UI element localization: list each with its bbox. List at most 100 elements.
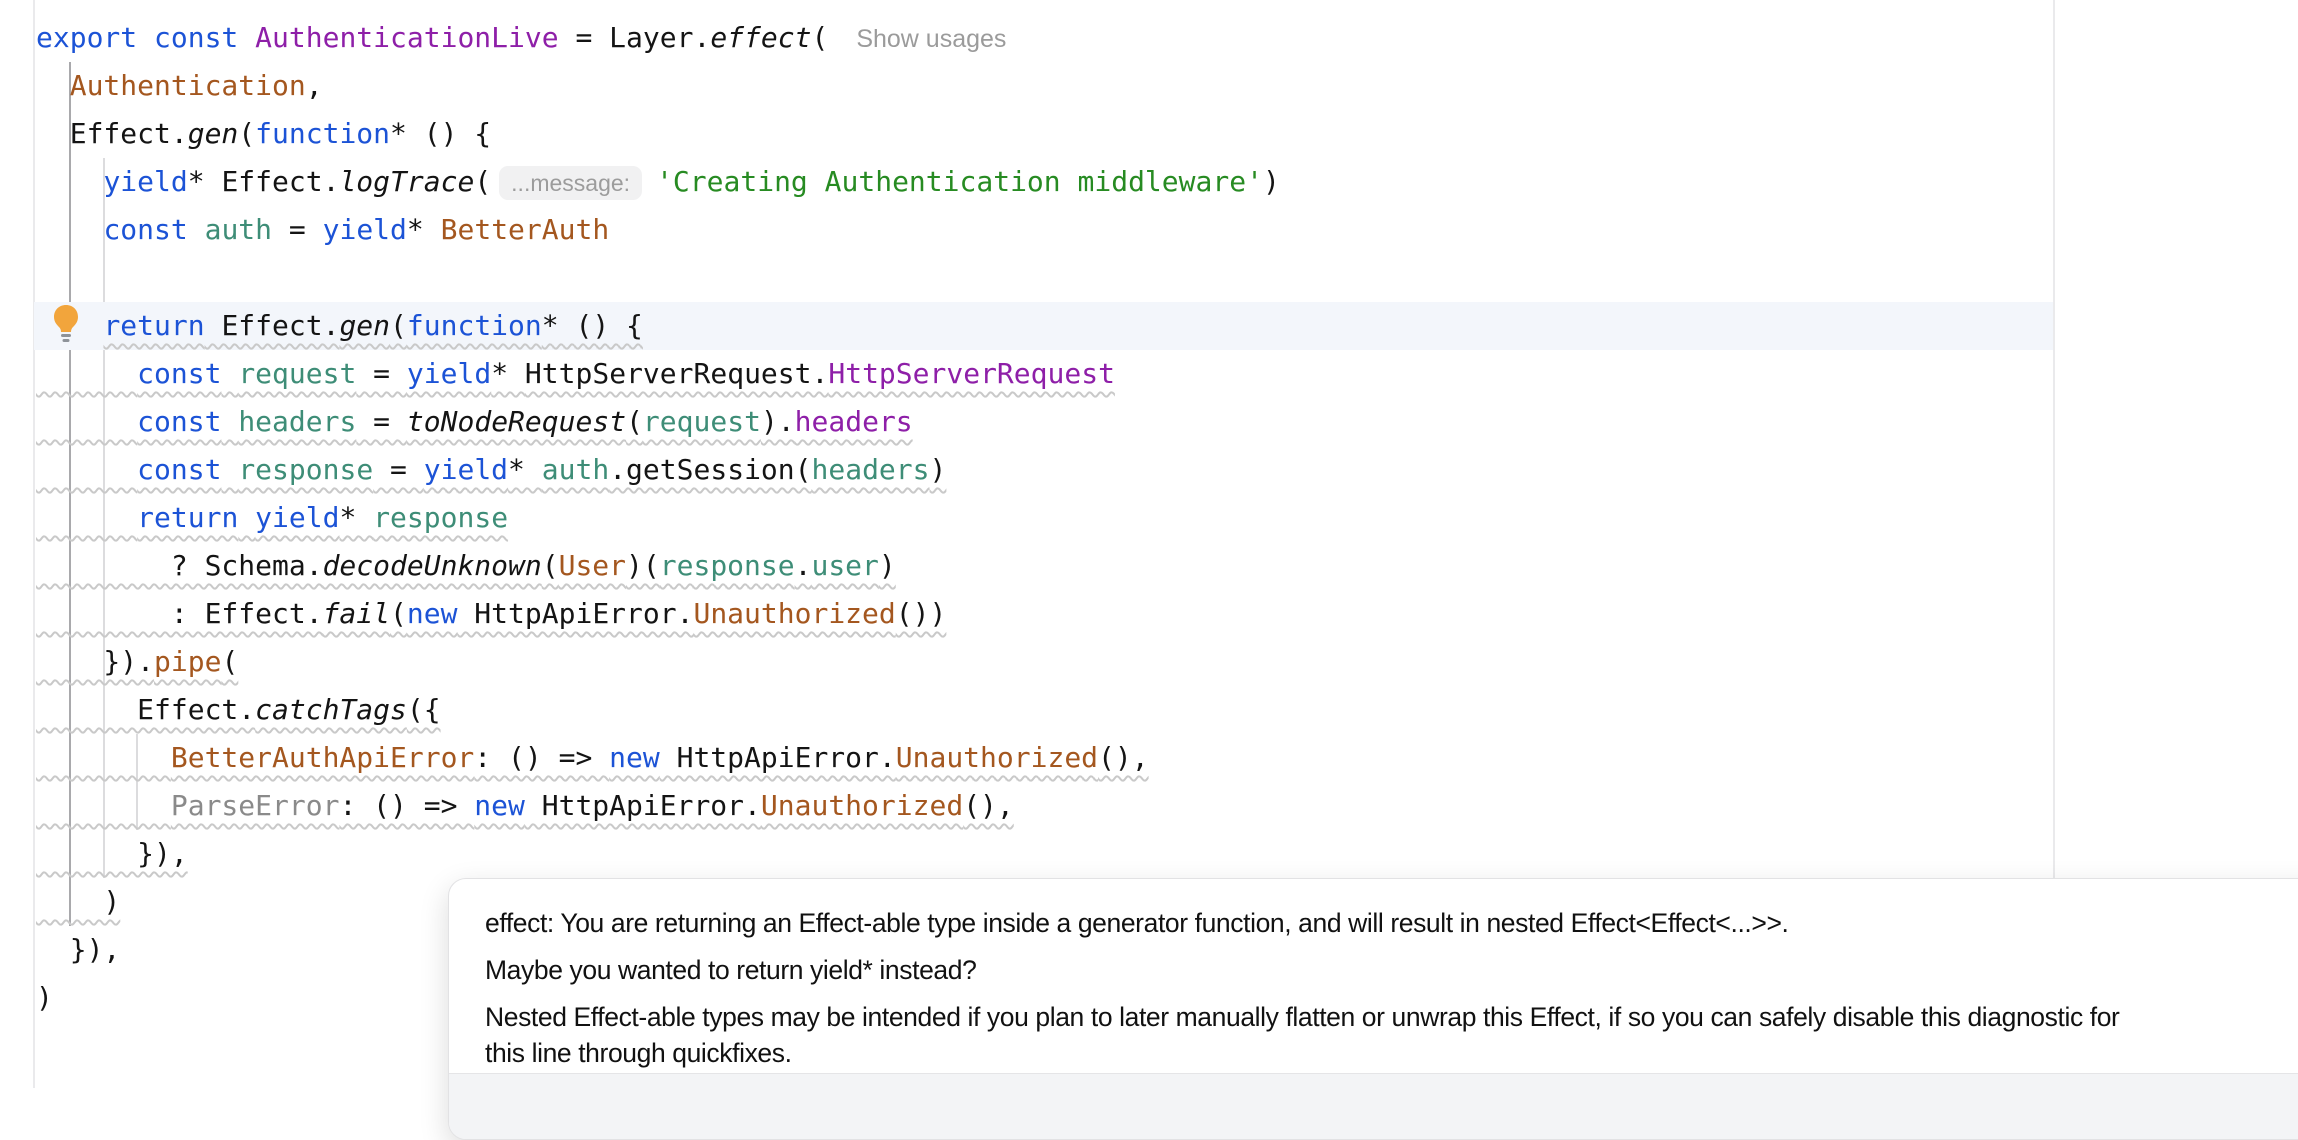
code-line[interactable]: return Effect.gen(function* () { [34,302,2053,350]
code-token[interactable]: HttpApiError. [524,789,761,822]
code-token[interactable]: ( [390,597,407,630]
code-line[interactable]: ) [34,878,2053,926]
code-token[interactable]: (), [1098,741,1149,774]
code-token[interactable]: .getSession( [609,453,812,486]
code-token[interactable]: const [103,213,188,246]
code-line[interactable]: const request = yield* HttpServerRequest… [34,350,2053,398]
code-token[interactable]: request [642,405,761,438]
code-token[interactable] [36,213,103,246]
code-token[interactable]: ( [390,309,407,342]
code-token[interactable]: auth [541,453,610,486]
code-token[interactable]: * () { [541,309,643,342]
code-token[interactable]: gen [187,117,239,150]
code-token[interactable] [36,741,171,774]
code-token[interactable]: response [238,453,374,486]
code-token[interactable]: * [339,501,374,534]
code-token[interactable]: . [794,549,812,582]
code-token[interactable]: HttpApiError. [457,597,694,630]
code-token[interactable]: fail [322,597,391,630]
code-token[interactable]: toNodeRequest [406,405,627,438]
code-line[interactable]: return yield* response [34,494,2053,542]
code-token[interactable]: ? Schema. [36,549,323,582]
intention-bulb-icon[interactable] [50,303,82,347]
code-token[interactable] [188,213,205,246]
code-token[interactable]: User [558,549,627,582]
code-token[interactable]: = Layer. [558,21,711,54]
code-token[interactable] [36,405,137,438]
code-token[interactable]: = [356,357,407,390]
code-token[interactable]: response [659,549,795,582]
code-token[interactable]: ( [626,405,643,438]
code-token[interactable]: Unauthorized [693,597,896,630]
code-line[interactable]: }), [34,830,2053,878]
code-token[interactable]: , [305,69,323,102]
code-token[interactable]: ) [36,981,53,1014]
code-token[interactable] [36,453,137,486]
code-token[interactable]: yield [103,165,188,198]
code-token[interactable]: ) [1262,165,1280,198]
code-line[interactable]: export const AuthenticationLive = Layer.… [34,14,2053,62]
code-token[interactable] [36,69,70,102]
code-token[interactable]: * [508,453,542,486]
code-token[interactable]: HttpApiError. [659,741,896,774]
code-token[interactable]: ) [878,549,896,582]
code-token[interactable]: ) [36,885,121,918]
code-token[interactable]: effect [710,21,812,54]
code-token[interactable]: = [272,213,323,246]
code-token[interactable]: yield [255,501,340,534]
code-token[interactable]: new [609,741,660,774]
code-token[interactable]: }). [36,645,155,678]
code-token[interactable]: }), [36,933,121,966]
code-token[interactable]: Authentication [69,69,306,102]
code-token[interactable]: HttpServerRequest. [524,357,829,390]
code-token[interactable]: return [137,501,239,534]
code-token[interactable]: = [356,405,407,438]
code-token[interactable]: new [474,789,525,822]
code-token[interactable]: function [255,117,391,150]
code-token[interactable] [36,501,137,534]
code-token[interactable]: response [373,501,509,534]
show-usages-inlay[interactable]: Show usages [856,25,1007,53]
code-token[interactable]: logTrace [339,165,475,198]
code-line[interactable]: Effect.catchTags({ [34,686,2053,734]
code-token[interactable]: }), [36,837,188,870]
code-line[interactable]: const headers = toNodeRequest(request).h… [34,398,2053,446]
code-token[interactable]: ({ [406,693,441,726]
code-line[interactable]: Authentication, [34,62,2053,110]
code-token[interactable]: gen [339,309,391,342]
parameter-hint-inlay[interactable]: ...message: [499,166,643,200]
code-token[interactable]: ( [811,21,829,54]
code-line[interactable]: yield* Effect.logTrace(...message:'Creat… [34,158,2053,206]
code-line[interactable]: : Effect.fail(new HttpApiError.Unauthori… [34,590,2053,638]
code-token[interactable] [221,453,238,486]
code-token[interactable]: decodeUnknown [322,549,542,582]
code-token[interactable]: ( [238,117,256,150]
code-line[interactable]: }).pipe( [34,638,2053,686]
code-token[interactable]: return [103,309,205,342]
code-token[interactable]: yield [406,357,492,390]
code-token[interactable]: : Effect. [36,597,323,630]
code-token[interactable] [238,21,255,54]
code-token[interactable]: const [137,357,222,390]
code-token[interactable]: BetterAuth [440,213,610,246]
code-token[interactable]: Effect. [36,117,188,150]
code-token[interactable]: ( [474,165,492,198]
code-token[interactable]: export const [36,21,239,54]
code-token[interactable]: Unauthorized [895,741,1099,774]
code-token[interactable]: auth [204,213,273,246]
code-token[interactable]: HttpServerRequest [828,357,1115,390]
code-token[interactable]: function [406,309,542,342]
code-token[interactable]: const [137,453,222,486]
code-line[interactable] [34,254,2053,302]
code-token[interactable]: pipe [154,645,222,678]
code-token[interactable]: * [491,357,525,390]
code-token[interactable]: BetterAuthApiError [170,741,475,774]
code-token[interactable]: : () => [339,789,475,822]
code-token[interactable] [238,501,255,534]
code-token[interactable]: ) [929,453,947,486]
code-line[interactable]: const auth = yield* BetterAuth [34,206,2053,254]
code-token[interactable]: * Effect. [187,165,340,198]
code-token[interactable]: request [238,357,357,390]
code-token[interactable]: Effect. [204,309,340,342]
code-token[interactable]: headers [811,453,930,486]
